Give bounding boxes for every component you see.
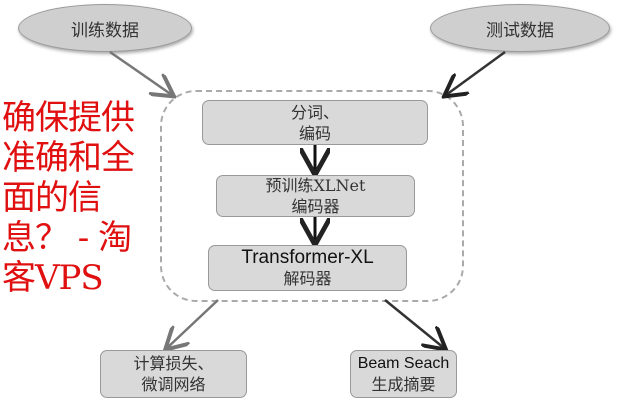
box-line2: 解码器 — [283, 269, 332, 288]
box-line1: 预训练XLNet — [265, 176, 366, 195]
box-line2: 生成摘要 — [371, 375, 436, 394]
box-line2: 编码器 — [291, 197, 340, 216]
xlnet-encoder-box: 预训练XLNet 编码器 — [216, 175, 415, 217]
arrow-model-to-loss — [167, 299, 219, 348]
model-container — [160, 90, 464, 302]
training-data-label: 训练数据 — [71, 20, 139, 41]
tokenize-encode-box: 分词、编码 — [202, 100, 428, 145]
box-line2: 微调网络 — [141, 375, 206, 394]
test-data-node: 测试数据 — [430, 4, 610, 52]
watermark-text: 确保提供准确和全面的信息？ - 淘客VPS — [2, 98, 135, 298]
box-line1: 计算损失、 — [133, 354, 214, 373]
box-line2: 编码 — [298, 123, 331, 143]
arrow-model-to-beam — [384, 299, 444, 348]
beam-search-box: Beam Seach 生成摘要 — [350, 350, 457, 398]
box-line1: Transformer-XL — [241, 247, 374, 268]
test-data-label: 测试数据 — [486, 20, 554, 41]
box-line1: 分词、 — [290, 102, 339, 122]
box-line1: Beam Seach — [357, 355, 450, 372]
arrow-train-to-model — [109, 50, 172, 95]
arrow-test-to-model — [446, 50, 506, 95]
training-data-node: 训练数据 — [18, 4, 192, 52]
loss-finetune-box: 计算损失、微调网络 — [100, 350, 247, 398]
